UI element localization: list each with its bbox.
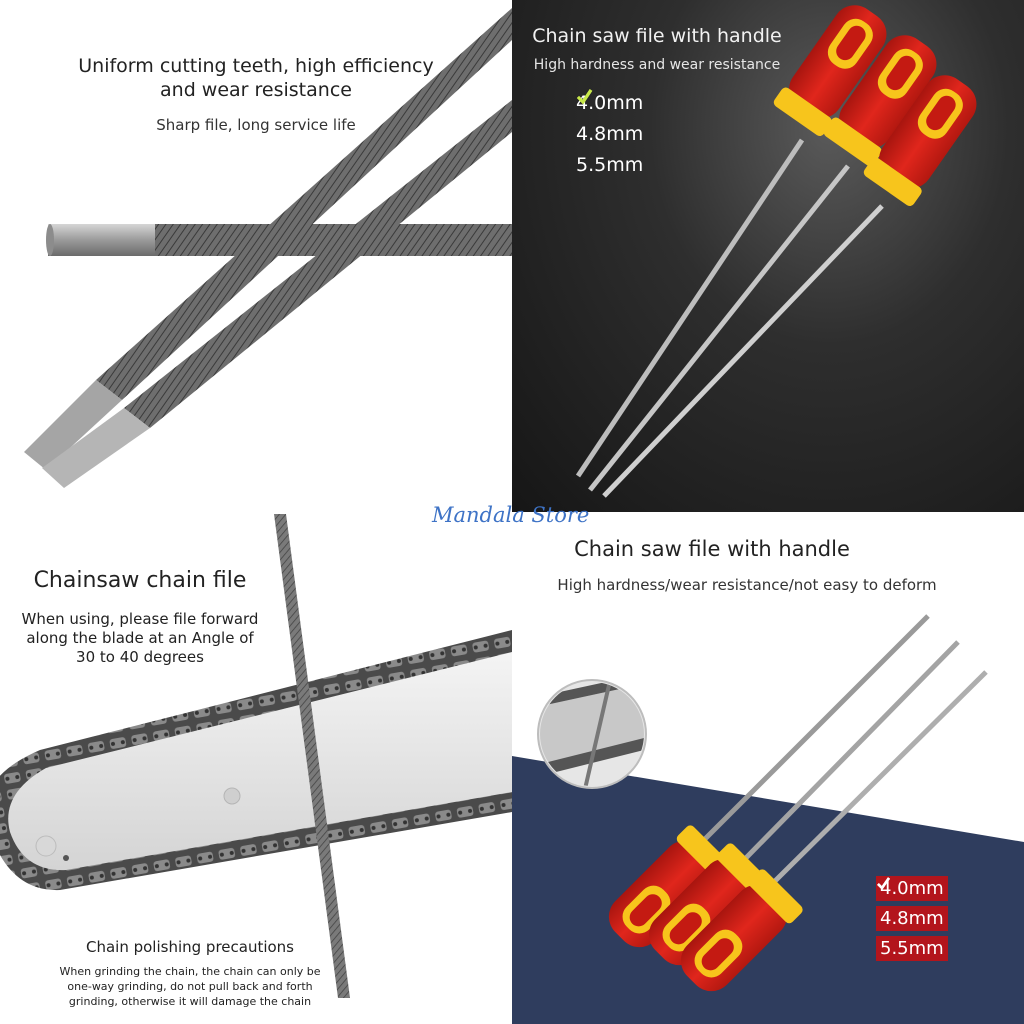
panel-title: Chain saw file with handle xyxy=(574,537,850,561)
title-line-2: and wear resistance xyxy=(160,79,352,101)
store-watermark: Mandala Store xyxy=(432,503,590,527)
panel-subtitle: High hardness/wear resistance/not easy t… xyxy=(557,576,937,594)
file-handle-2 xyxy=(648,843,771,966)
handled-files-illustration xyxy=(575,5,977,498)
file-blade-3 xyxy=(602,204,884,498)
guide-bar xyxy=(8,652,512,871)
size-tag: 4.8mm xyxy=(876,877,948,931)
check-icon xyxy=(576,89,593,105)
size-label: 5.5mm xyxy=(576,154,644,176)
file-rod-horizontal xyxy=(46,224,512,256)
inset-bar-detail xyxy=(537,679,647,789)
file-blade-3 xyxy=(772,670,988,884)
file-handle-3 xyxy=(680,869,803,992)
file-rod-diagonal-2 xyxy=(42,100,512,488)
instruction-line-2: along the blade at an Angle of xyxy=(26,629,254,647)
check-icon xyxy=(877,877,891,890)
panel-file-rods: Uniform cutting teeth, high efficiency a… xyxy=(0,0,512,512)
panel-title: Uniform cutting teeth, high efficiency a… xyxy=(0,54,512,102)
instruction-line-1: When using, please file forward xyxy=(21,610,259,628)
panel-title: Chainsaw chain file xyxy=(33,568,247,593)
file-rod-diagonal-1 xyxy=(24,8,512,470)
file-blade-1 xyxy=(575,138,805,478)
precautions-title: Chain polishing precautions xyxy=(85,938,294,956)
size-label: 4.8mm xyxy=(576,123,644,145)
file-handle-2 xyxy=(823,35,937,167)
precautions-line-3: grinding, otherwise it will damage the c… xyxy=(68,995,312,1008)
panel-chainsaw-usage: Chainsaw chain file When using, please f… xyxy=(0,512,512,1024)
size-tag: 5.5mm xyxy=(876,877,948,961)
panel-handled-files-light: Chain saw file with handle High hardness… xyxy=(512,512,1024,1024)
file-handle-1 xyxy=(773,5,887,137)
panel-title: Chain saw file with handle xyxy=(532,25,782,47)
precautions-text: When grinding the chain, the chain can o… xyxy=(0,964,380,1009)
size-checklist: 4.0mm 4.8mm 5.5mm xyxy=(576,88,643,181)
title-line-1: Uniform cutting teeth, high efficiency xyxy=(78,55,434,77)
precautions-line-2: one-way grinding, do not pull back and f… xyxy=(67,980,313,993)
precautions-line-1: When grinding the chain, the chain can o… xyxy=(59,965,321,978)
size-tag: 4.0mm xyxy=(876,876,948,901)
panel-subtitle: Sharp file, long service life xyxy=(156,116,356,134)
file-rods-illustration xyxy=(24,8,512,488)
instruction-line-3: 30 to 40 degrees xyxy=(76,648,204,666)
size-item: 5.5mm xyxy=(576,89,644,181)
size-item: 4.8mm xyxy=(576,89,644,150)
usage-instruction: When using, please file forward along th… xyxy=(0,610,280,667)
size-label: 4.8mm xyxy=(880,908,944,929)
size-label: 5.5mm xyxy=(880,938,944,959)
chainsaw-bar-illustration xyxy=(0,514,512,998)
size-tag-list: 4.0mm 4.8mm 5.5mm xyxy=(876,876,948,966)
size-label: 4.0mm xyxy=(880,878,944,899)
panel-subtitle: High hardness and wear resistance xyxy=(533,57,781,73)
round-file xyxy=(274,514,350,998)
file-handle-3 xyxy=(863,75,977,207)
panel-handled-files-dark: Chain saw file with handle High hardness… xyxy=(512,0,1024,512)
size-label: 4.0mm xyxy=(576,92,644,114)
file-blade-1 xyxy=(700,614,930,844)
file-blade-2 xyxy=(740,640,960,864)
file-blade-2 xyxy=(588,164,850,492)
